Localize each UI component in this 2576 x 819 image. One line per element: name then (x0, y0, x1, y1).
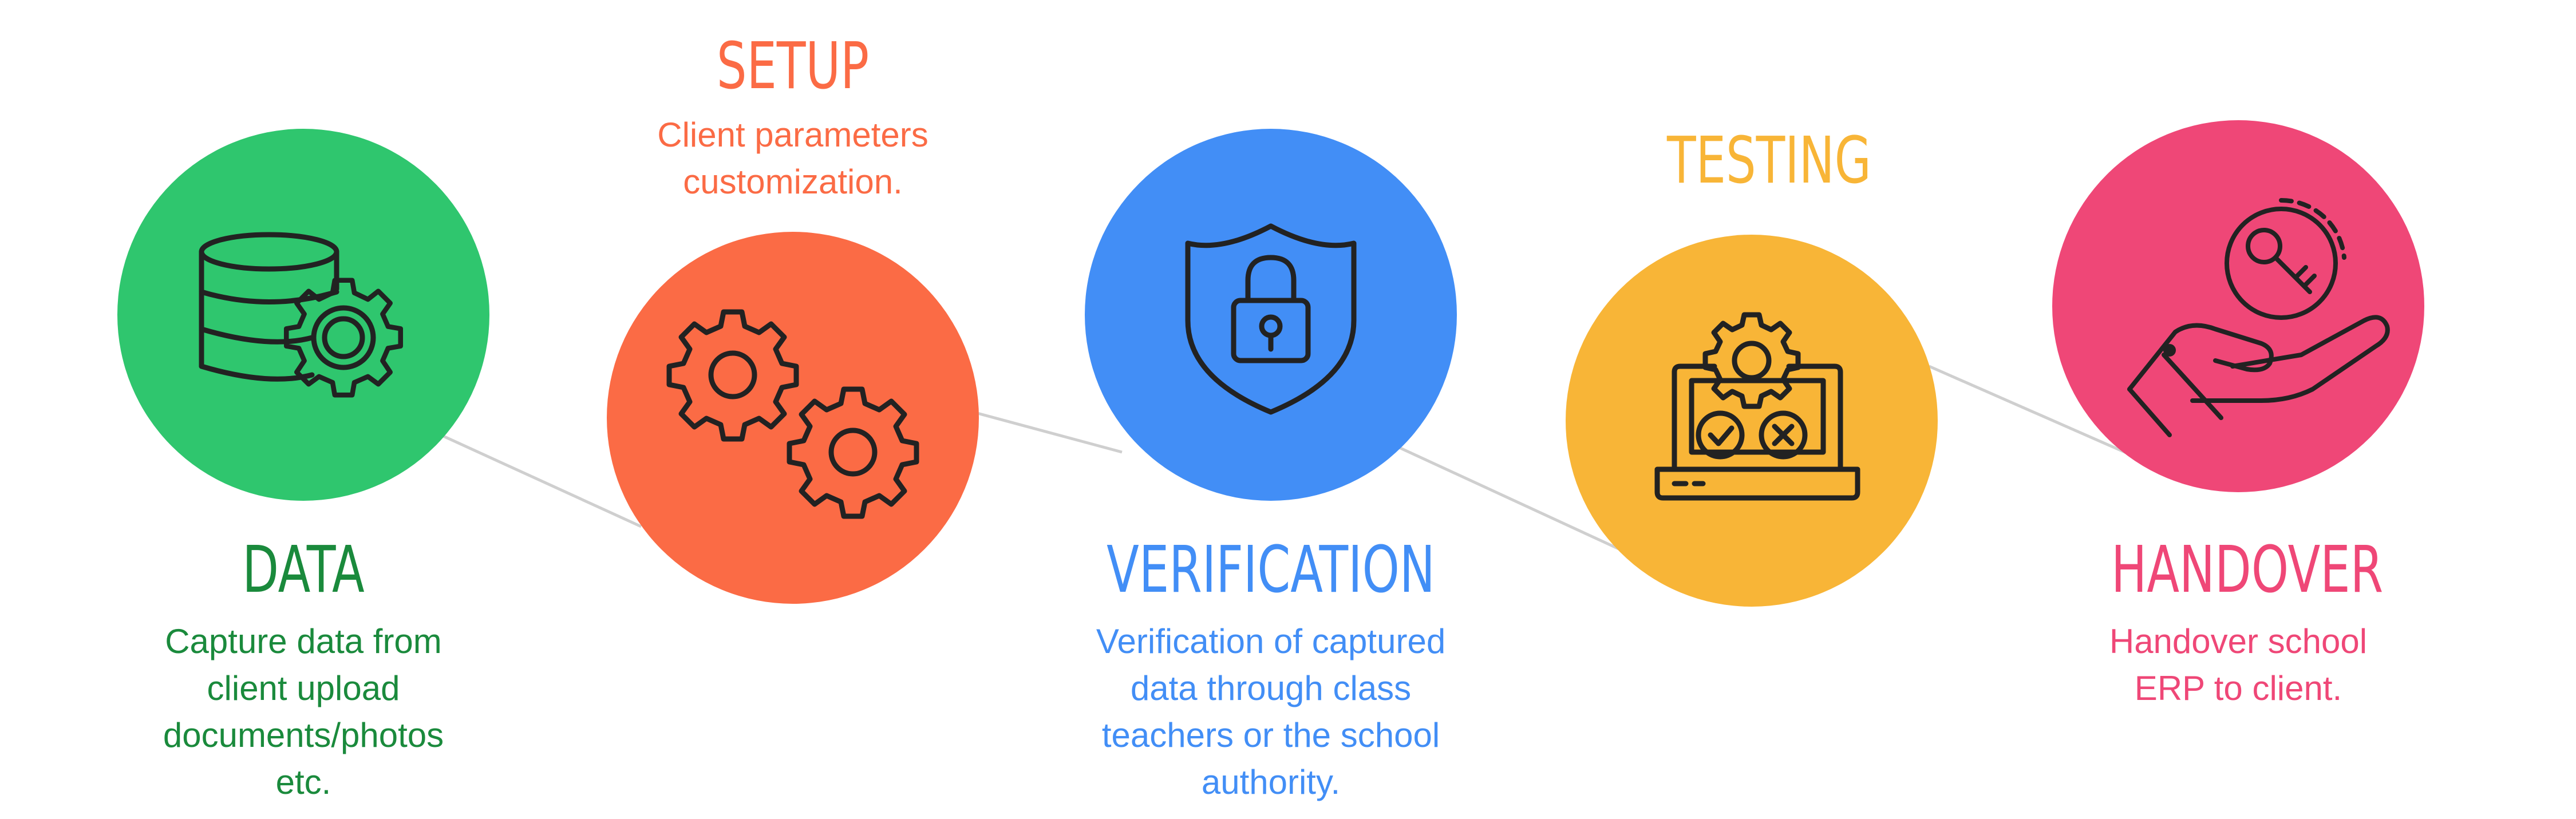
data-desc-line: documents/photos (163, 716, 444, 754)
verification-desc-line: data through class (1130, 669, 1412, 707)
handover-circle (2052, 120, 2424, 492)
gears-icon (666, 309, 919, 519)
setup-desc-line: Client parameters (657, 116, 929, 154)
setup-circle (607, 232, 979, 604)
hand-key-icon (2127, 197, 2390, 437)
verification-description: Verification of captured data through cl… (1042, 618, 1500, 806)
connector-data-setup (440, 433, 642, 528)
handover-description: Handover school ERP to client. (2038, 618, 2439, 712)
data-title: DATA (242, 533, 365, 607)
shield-lock-icon (1185, 223, 1357, 415)
data-description: Capture data from client upload document… (103, 618, 504, 806)
testing-title: TESTING (1667, 124, 1871, 198)
verification-title: VERIFICATION (1107, 533, 1435, 607)
setup-description: Client parameters customization. (592, 112, 993, 205)
verification-desc-line: teachers or the school (1101, 716, 1440, 754)
laptop-test-icon (1654, 312, 1860, 501)
data-desc-line: etc. (275, 763, 331, 801)
database-gear-icon (199, 232, 404, 398)
data-desc-line: client upload (207, 669, 400, 707)
handover-desc-line: ERP to client. (2134, 669, 2342, 707)
setup-desc-line: customization. (683, 163, 903, 201)
testing-circle (1566, 235, 1938, 607)
data-desc-line: Capture data from (165, 622, 442, 660)
verification-desc-line: Verification of captured (1096, 622, 1446, 660)
setup-title: SETUP (716, 29, 870, 104)
connector-verification-testing (1396, 445, 1621, 551)
handover-title: HANDOVER (2111, 533, 2384, 607)
verification-desc-line: authority. (1201, 763, 1341, 801)
handover-desc-line: Handover school (2109, 622, 2368, 660)
connector-setup-verification (973, 410, 1123, 454)
